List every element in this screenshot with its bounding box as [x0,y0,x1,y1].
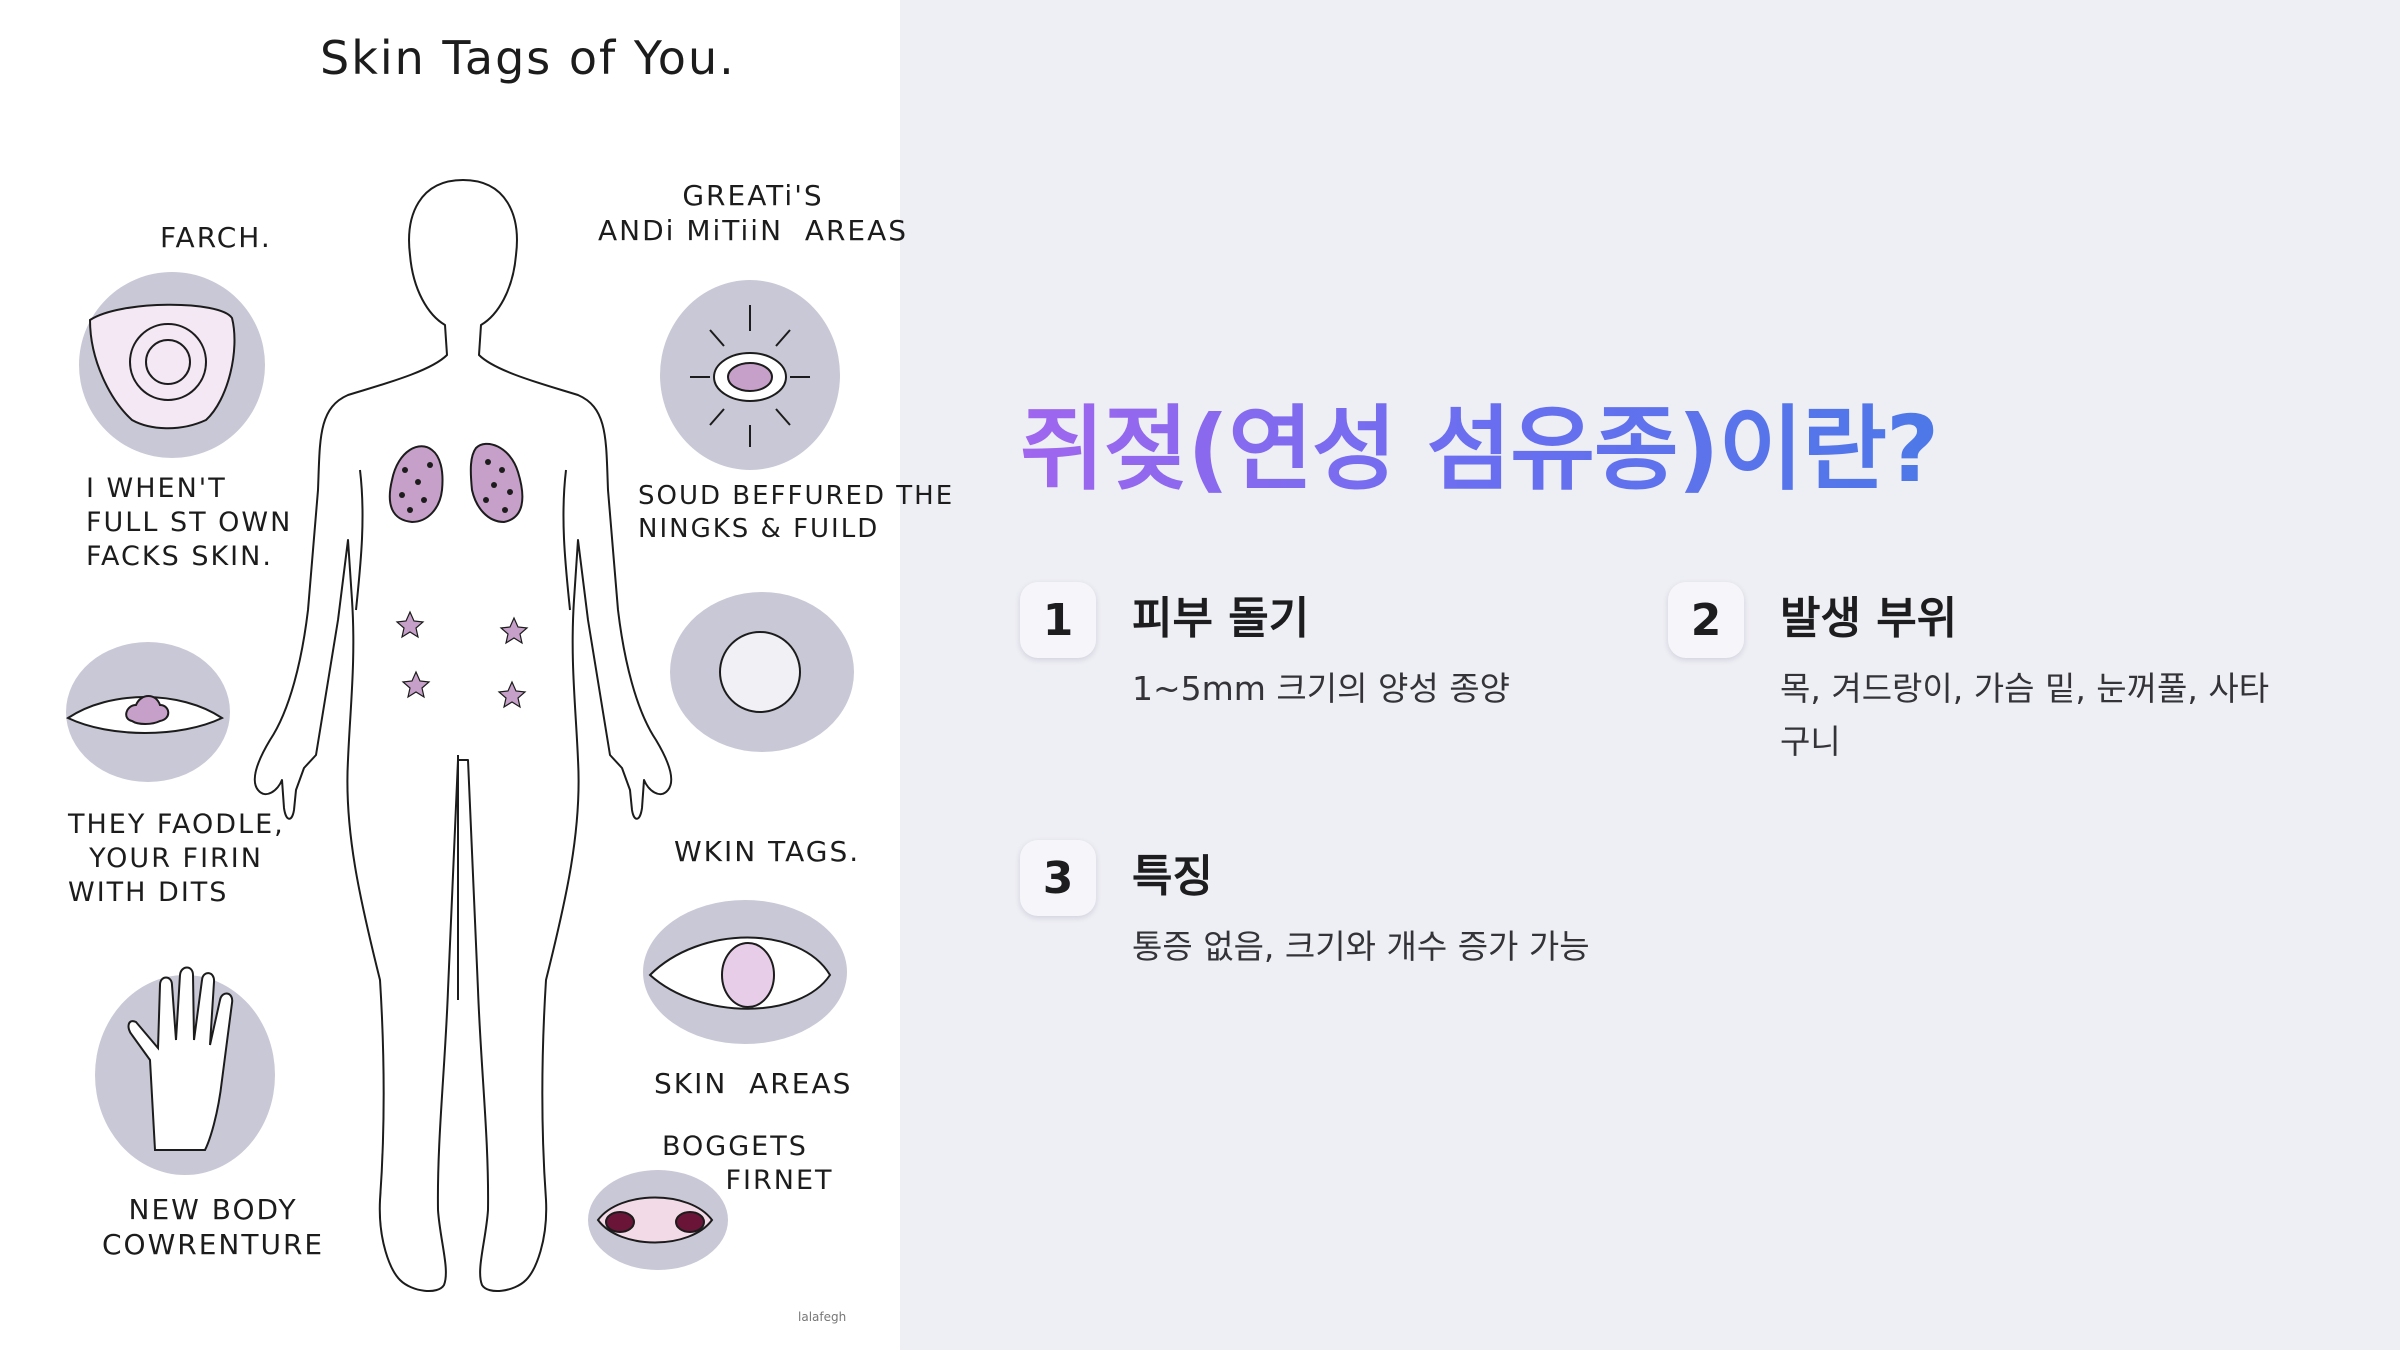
body-star-spots [395,610,529,709]
card-description: 통증 없음, 크기와 개수 증가 가능 [1132,927,1590,966]
card-description: 목, 겨드랑이, 가슴 밑, 눈꺼풀, 사타구니 [1780,669,2270,761]
illustration-drawing [65,179,854,1292]
bubble-details [65,303,832,1244]
feature-card-1: 1 피부 돌기 1~5mm 크기의 양성 종양 [1020,582,1640,742]
signature: lalafegh [798,1310,847,1324]
label-skin-areas: SKIN AREAS [654,1067,853,1100]
label-boggets: BOGGETS FIRNET [662,1131,834,1196]
card-description: 1~5mm 크기의 양성 종양 [1132,669,1510,708]
card-title: 발생 부위 [1780,593,1958,644]
illustration-title: Skin Tags of You. [320,31,736,85]
number-badge: 2 [1668,582,1744,658]
number-badge: 1 [1020,582,1096,658]
label-wkin-tags: WKIN TAGS. [674,835,861,868]
label-greats: GREATi'S ANDi MiTiiN AREAS [598,179,909,247]
label-farch: FARCH. [160,221,272,254]
feature-card-3: 3 특징 통증 없음, 크기와 개수 증가 가능 [1020,840,1640,1000]
slide-title: 쥐젖(연성 섬유종)이란? [1020,375,1939,508]
label-soud: SOUD BEFFURED THE NINGKS & FUILD [638,481,955,544]
skin-tag-illustration: Skin Tags of You. FARCH. GREATi'S ANDi M… [0,0,952,1350]
label-new-body: NEW BODY COWRENTURE [102,1193,325,1261]
number-badge: 3 [1020,840,1096,916]
feature-card-2: 2 발생 부위 목, 겨드랑이, 가슴 밑, 눈꺼풀, 사타구니 [1668,582,2288,782]
card-title: 특징 [1132,851,1213,902]
lung-dots [399,459,513,513]
card-title: 피부 돌기 [1132,593,1310,644]
label-they-faodle: THEY FAODLE, YOUR FIRIN WITH DITS [68,809,285,908]
label-i-when: I WHEN'T FULL ST OWN FACKS SKIN. [86,473,293,572]
human-body-outline [253,179,673,1292]
